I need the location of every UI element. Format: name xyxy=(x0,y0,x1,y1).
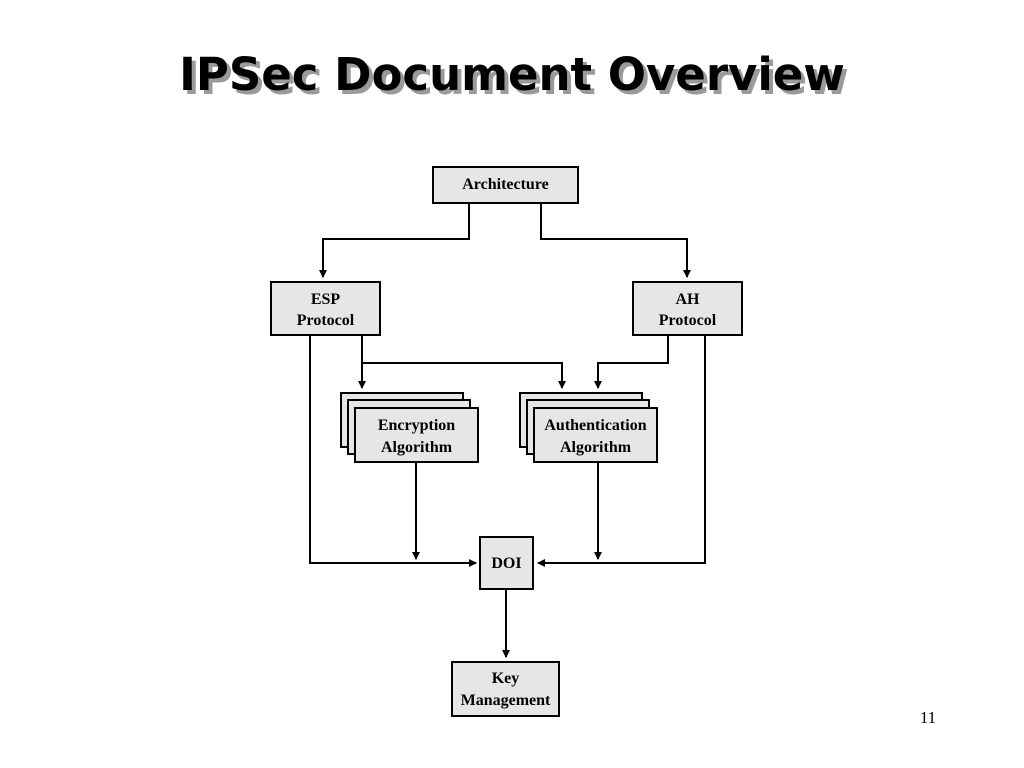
page-number: 11 xyxy=(919,708,937,727)
edge-architecture-ah xyxy=(540,204,691,278)
node-ah-label-line1: AH xyxy=(676,291,701,308)
node-key-management-label-line1: Key xyxy=(492,670,520,687)
edge-esp-authentication xyxy=(362,362,566,389)
node-encryption-algorithm: Encryption Algorithm xyxy=(340,392,479,463)
node-esp-label-line1: ESP xyxy=(311,291,341,308)
node-doi: DOI xyxy=(479,536,534,590)
node-key-management: Key Management xyxy=(451,661,560,717)
node-authentication-label-line2: Algorithm xyxy=(560,439,632,456)
node-authentication-algorithm: Authentication Algorithm xyxy=(519,392,658,463)
node-doi-label: DOI xyxy=(491,555,521,572)
node-architecture: Architecture xyxy=(432,166,579,204)
edge-ah-authentication xyxy=(594,336,669,389)
edge-esp-doi xyxy=(309,336,477,567)
node-esp-protocol: ESP Protocol xyxy=(270,281,381,336)
node-ah-protocol: AH Protocol xyxy=(632,281,743,336)
node-esp-label-line2: Protocol xyxy=(297,312,355,329)
node-key-management-label-line2: Management xyxy=(461,692,551,709)
node-authentication-label-line1: Authentication xyxy=(544,417,646,434)
node-ah-label-line2: Protocol xyxy=(659,312,717,329)
slide-title: IPSec Document Overview xyxy=(179,48,845,101)
node-encryption-label-line2: Algorithm xyxy=(381,439,453,456)
node-encryption-label-line1: Encryption xyxy=(378,417,455,434)
node-architecture-label: Architecture xyxy=(462,176,548,193)
edge-ah-doi xyxy=(537,336,706,567)
edge-architecture-esp xyxy=(319,204,470,278)
edges xyxy=(309,204,706,658)
